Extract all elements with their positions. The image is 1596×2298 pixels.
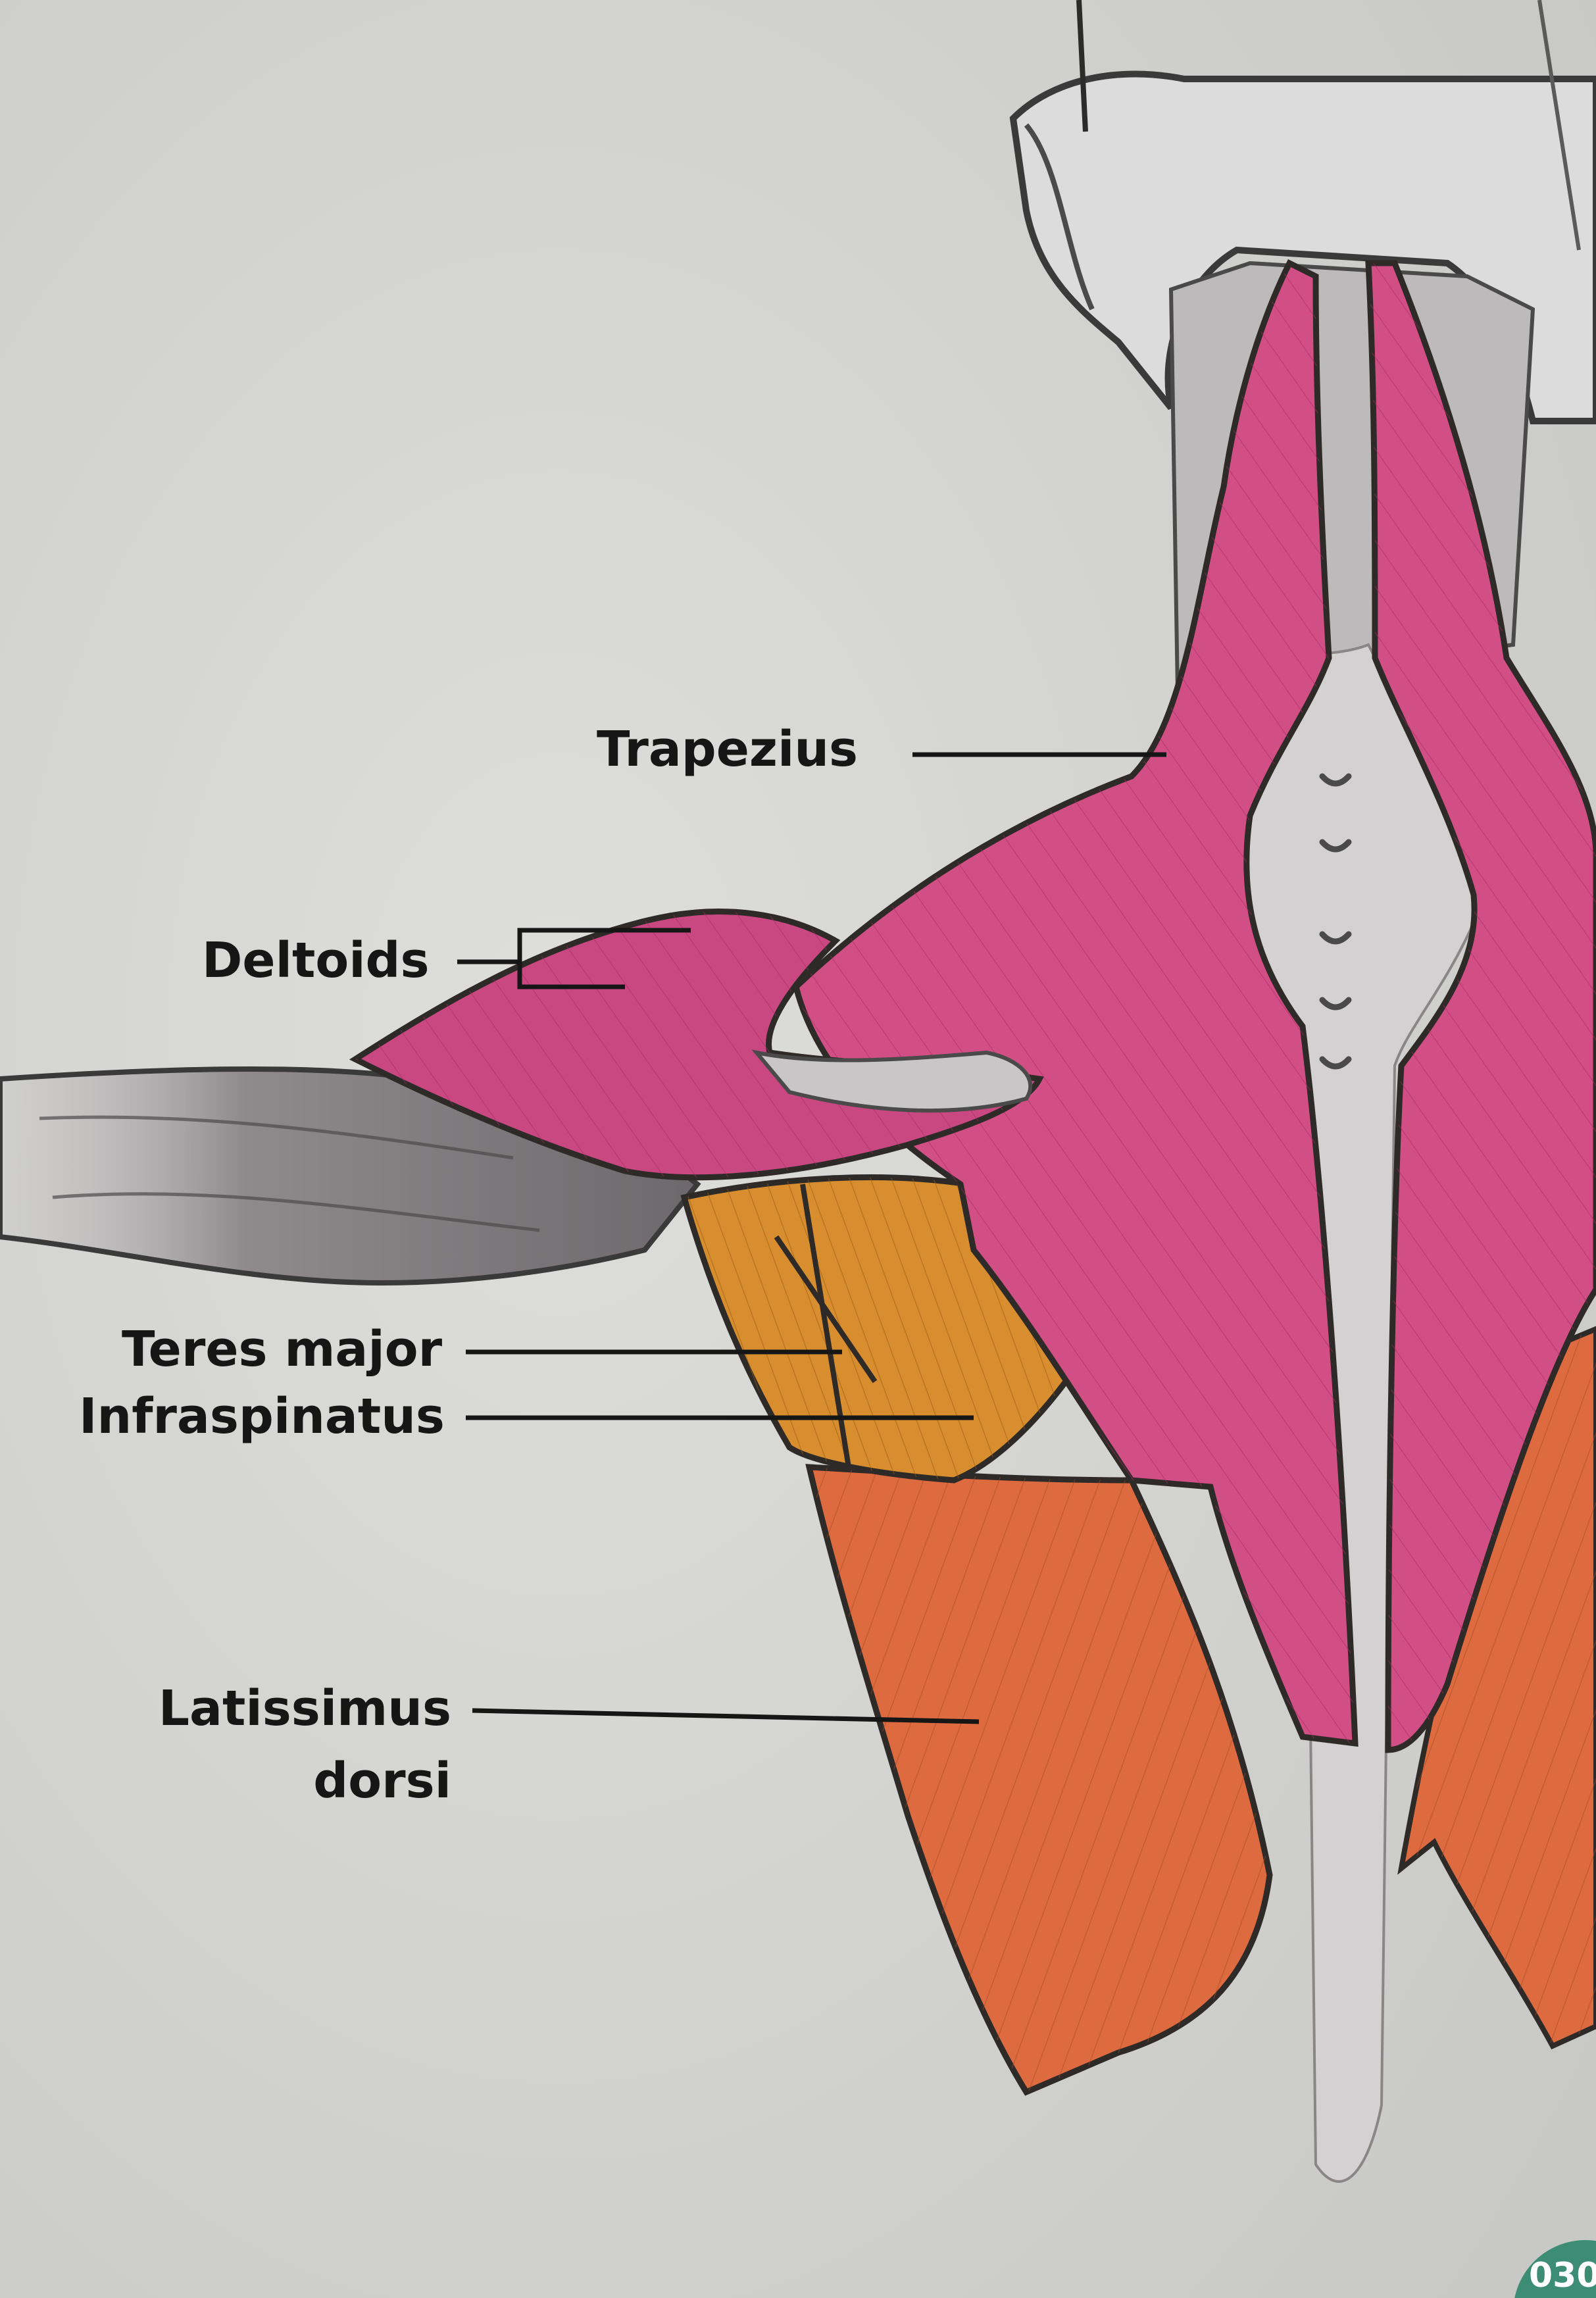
- deltoids-bracket: [517, 928, 691, 989]
- label-deltoids: Deltoids: [202, 932, 430, 989]
- label-infraspinatus: Infraspinatus: [79, 1388, 445, 1445]
- label-latissimus-line2: dorsi: [313, 1753, 451, 1809]
- label-latissimus-line1: Latissimus: [158, 1680, 451, 1737]
- latissimus-leader: [472, 1708, 980, 1724]
- leader-lines: [457, 752, 1166, 1724]
- scapula-spine: [751, 1049, 1033, 1113]
- head-outline: [1009, 0, 1596, 424]
- page-number: 030: [1529, 2256, 1596, 2295]
- label-teres-major: Teres major: [122, 1321, 443, 1378]
- label-trapezius: Trapezius: [597, 721, 859, 778]
- vertebrae-marks: [1319, 773, 1352, 1070]
